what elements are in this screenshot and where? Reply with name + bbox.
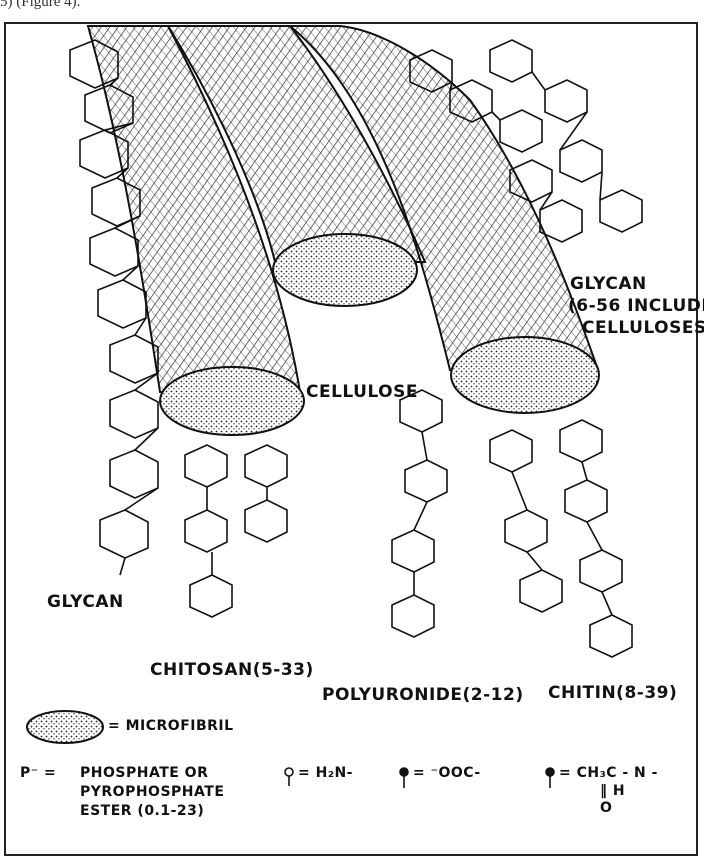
legend-phosphate-line1: PHOSPHATE OR [80,764,208,783]
legend-microfibril-ellipse [27,711,103,743]
legend-carboxyl-text: = ⁻OOC- [413,764,481,783]
cellulose-label: CELLULOSE [306,382,418,402]
carboxyl-symbol-icon [400,768,408,788]
chitin-chains [490,420,632,657]
microfibril-end-right [451,337,599,413]
glycan-right-label-line3: CELLULOSES [582,318,704,338]
polyuronide-label: POLYURONIDE(2-12) [322,685,524,705]
glycan-right-label-line1: GLYCAN [570,274,647,294]
microfibril-end-left [160,367,304,435]
chitin-label: CHITIN(8-39) [548,683,677,703]
acetyl-symbol-icon [546,768,554,788]
legend-amine-text: = H₂N- [298,764,353,783]
legend-phosphate-line3: ESTER (0.1-23) [80,802,204,821]
legend-acetyl-line3: O [600,799,612,818]
microfibril-end-middle [273,234,417,306]
legend-phosphate-symbol: P⁻ = [20,764,56,783]
polyuronide-chains [392,390,447,637]
glycan-right-label-line2: (6-56 INCLUDING [568,296,704,316]
glycan-left-label: GLYCAN [47,592,124,612]
legend-phosphate-line2: PYROPHOSPHATE [80,783,224,802]
legend-microfibril-text: = MICROFIBRIL [108,717,234,736]
legend-acetyl-line1: = CH₃C - N - [559,764,658,783]
chitosan-label: CHITOSAN(5-33) [150,660,314,680]
chitosan-chains [185,445,287,617]
amine-symbol-icon [285,768,293,786]
